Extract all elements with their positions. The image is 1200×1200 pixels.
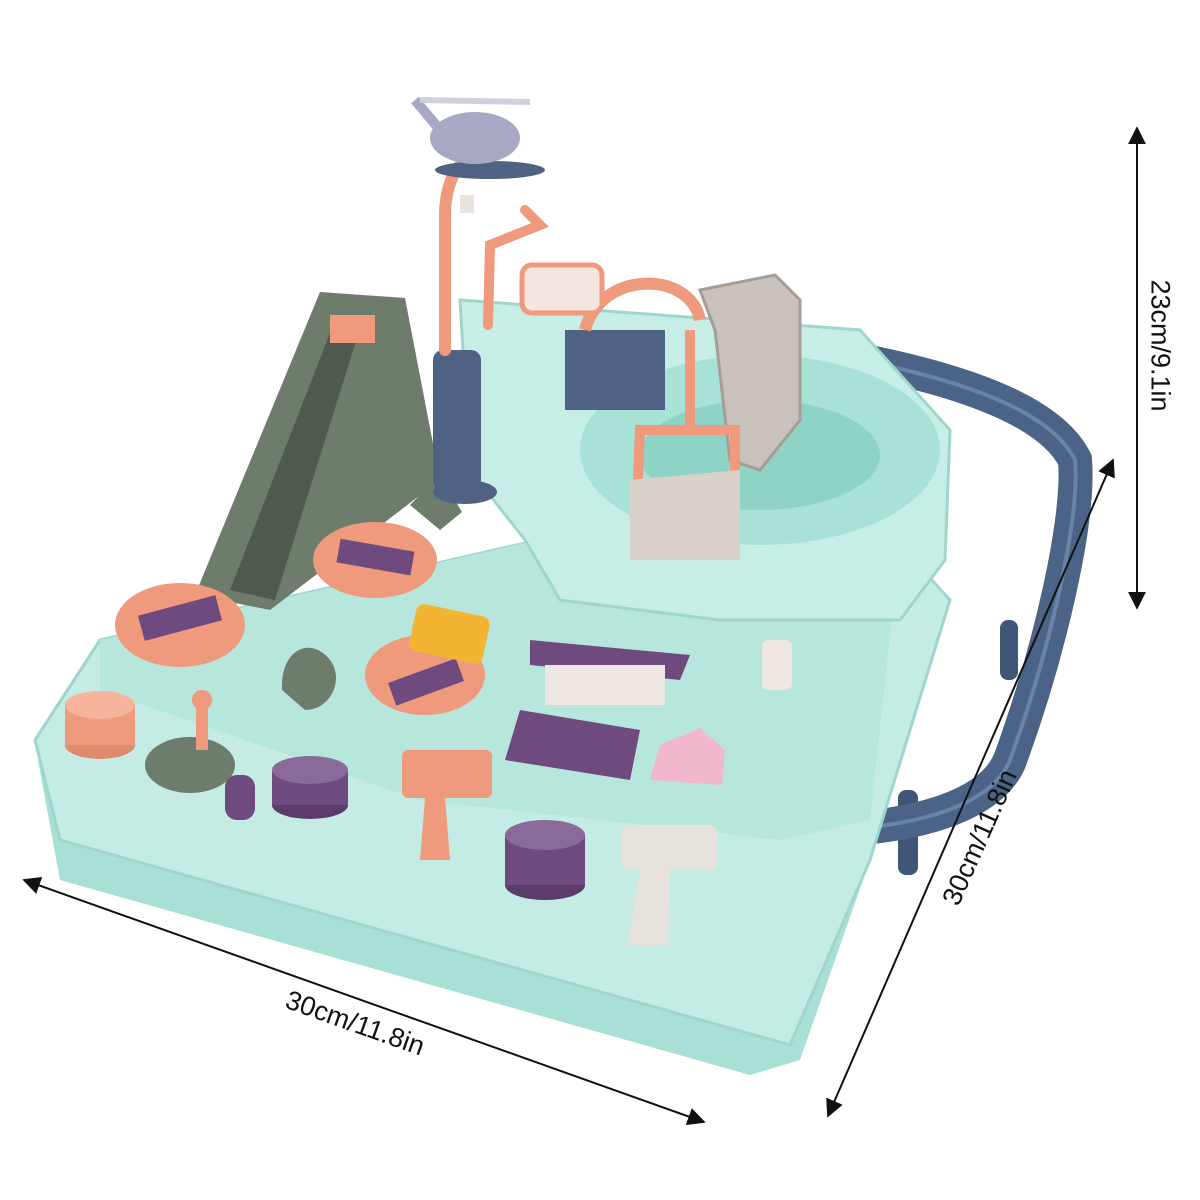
width-dimension-arrow — [826, 458, 1115, 1118]
height-dimension-label: 23cm/9.1in — [1145, 279, 1176, 412]
slide-ramp — [195, 292, 462, 710]
helicopter-tower — [411, 96, 549, 504]
toy-vehicles — [409, 262, 725, 785]
dimension-lines — [22, 126, 1146, 1126]
length-dimension-arrow — [22, 876, 706, 1126]
